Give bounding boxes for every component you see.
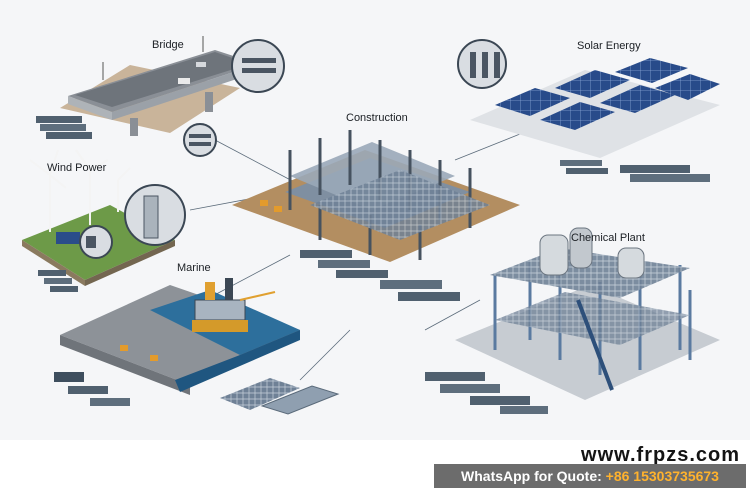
applications-illustration (22, 36, 720, 415)
whatsapp-quote-banner[interactable]: WhatsApp for Quote: +86 15303735673 (434, 464, 746, 488)
wind-power-label: Wind Power (47, 162, 107, 174)
construction-label: Construction (346, 112, 408, 124)
website-link[interactable]: www.frpzs.com (581, 444, 740, 466)
connector-lines (189, 129, 531, 381)
solar-scene (457, 39, 720, 182)
construction-scene (232, 130, 520, 301)
marine-label: Marine (177, 262, 211, 274)
whatsapp-prefix-text: WhatsApp for Quote: (461, 468, 606, 484)
marine-scene (54, 278, 340, 415)
bridge-label: Bridge (152, 39, 184, 51)
chemical-plant-scene (425, 227, 720, 414)
wind-scene (22, 149, 186, 292)
chemical-plant-label: Chemical Plant (571, 232, 645, 244)
whatsapp-number: +86 15303735673 (605, 468, 719, 484)
bridge-scene (36, 36, 285, 157)
solar-energy-label: Solar Energy (577, 40, 641, 52)
